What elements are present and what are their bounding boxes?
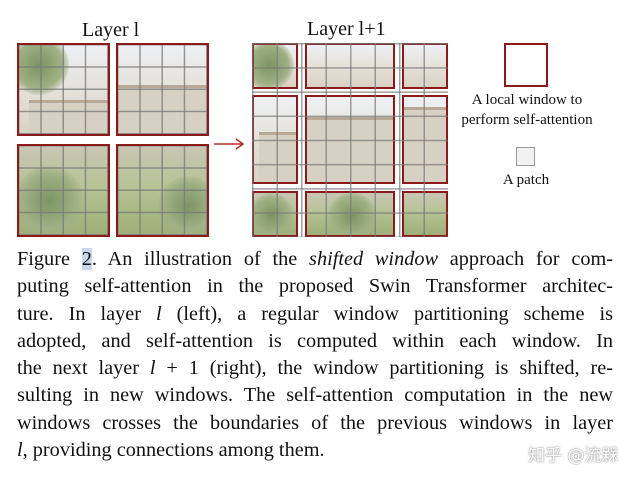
caption-line-1: Figure 2. An illustration of the shifted… [17,248,613,270]
right-window-r1c1 [252,43,298,89]
left-window-bottom-right [116,144,209,237]
right-window-r3c1 [252,191,298,237]
right-window-r2c1 [252,95,298,184]
legend-window-label-line1: A local window to [471,92,583,108]
right-window-r3c3 [402,191,448,237]
right-window-r3c2 [305,191,395,237]
left-window-top-right [116,43,209,136]
caption-line-6: sulting in new windows. The self-attenti… [17,384,613,407]
right-window-r1c3 [402,43,448,89]
caption-line-3: ture. In layer l (left), a regular windo… [17,302,613,325]
legend-window-box [504,43,548,87]
layer-l-plus-1-label: Layer l+1 [307,18,386,40]
right-window-r2c3 [402,95,448,184]
left-window-top-left [17,43,110,136]
left-window-bottom-left [17,144,110,237]
legend-patch-label: A patch [502,172,550,188]
caption-line-4: adopted, and self-attention is computed … [17,329,613,352]
right-window-r1c2 [305,43,395,89]
watermark: 知乎 @流槑 [528,446,619,466]
legend-patch-box [516,147,535,166]
figure-number[interactable]: 2 [81,248,92,270]
legend-window-label-line2: perform self-attention [461,112,593,128]
figure-caption: Figure 2. An illustration of the shifted… [17,246,613,464]
caption-line-8: l, providing connections among them. [17,439,325,462]
caption-line-7: windows crosses the boundaries of the pr… [17,411,613,434]
layer-l-label: Layer l [82,19,140,41]
right-arrow-icon [214,138,245,150]
caption-line-2: puting self-attention in the proposed Sw… [17,275,613,298]
caption-line-5: the next layer l + 1 (right), the window… [17,357,613,380]
right-window-r2c2 [305,95,395,184]
